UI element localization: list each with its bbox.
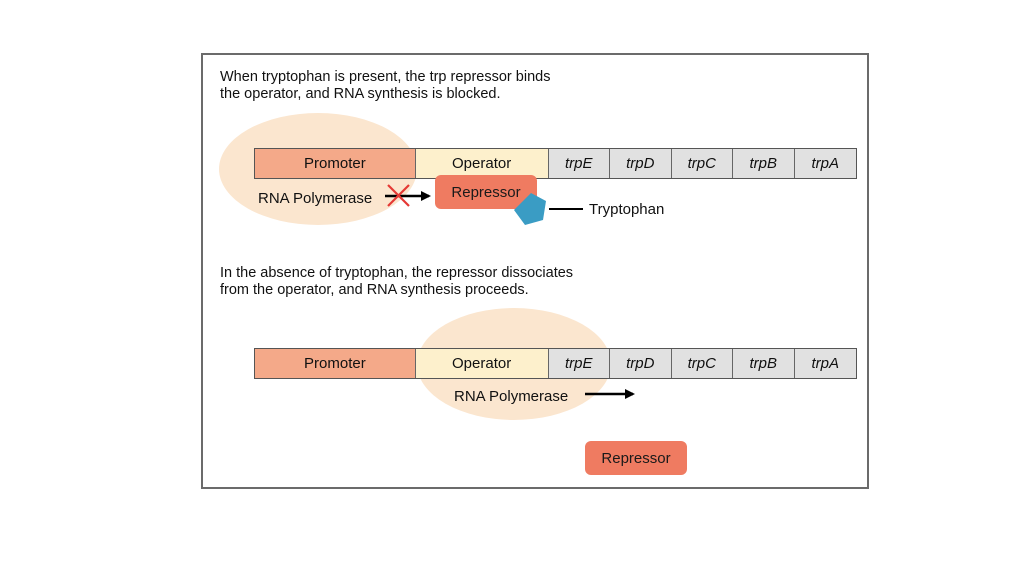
gene-row-bottom: Promoter Operator trpE trpD trpC trpB tr…: [254, 348, 857, 379]
rna-polymerase-label-top: RNA Polymerase: [258, 190, 373, 207]
diagram-frame: When tryptophan is present, the trp repr…: [201, 53, 869, 489]
gene-trpB-bottom: trpB: [733, 349, 795, 378]
gene-trpC-bottom: trpC: [671, 349, 734, 378]
top-caption-line2: the operator, and RNA synthesis is block…: [220, 86, 501, 102]
operator-segment-bottom: Operator: [415, 349, 549, 378]
promoter-segment-bottom: Promoter: [255, 349, 416, 378]
top-caption-line1: When tryptophan is present, the trp repr…: [220, 69, 551, 85]
operator-segment-top: Operator: [415, 149, 549, 178]
bottom-caption-line1: In the absence of tryptophan, the repres…: [220, 265, 574, 281]
tryptophan-label: Tryptophan: [589, 201, 665, 218]
gene-row-top: Promoter Operator trpE trpD trpC trpB tr…: [254, 148, 857, 179]
bottom-caption-line2: from the operator, and RNA synthesis pro…: [220, 282, 529, 298]
gene-trpD-bottom: trpD: [610, 349, 672, 378]
promoter-segment-top: Promoter: [255, 149, 416, 178]
rna-polymerase-label-bottom: RNA Polymerase: [454, 388, 569, 405]
gene-trpB-top: trpB: [733, 149, 795, 178]
gene-trpE-top: trpE: [548, 149, 611, 178]
top-caption: When tryptophan is present, the trp repr…: [220, 69, 550, 103]
gene-trpE-bottom: trpE: [548, 349, 611, 378]
gene-trpA-bottom: trpA: [794, 349, 857, 378]
gene-trpD-top: trpD: [610, 149, 672, 178]
bottom-caption: In the absence of tryptophan, the repres…: [220, 265, 573, 299]
gene-trpA-top: trpA: [794, 149, 857, 178]
repressor-free: Repressor: [585, 441, 687, 475]
repressor-bound: Repressor: [435, 175, 537, 209]
gene-trpC-top: trpC: [671, 149, 734, 178]
